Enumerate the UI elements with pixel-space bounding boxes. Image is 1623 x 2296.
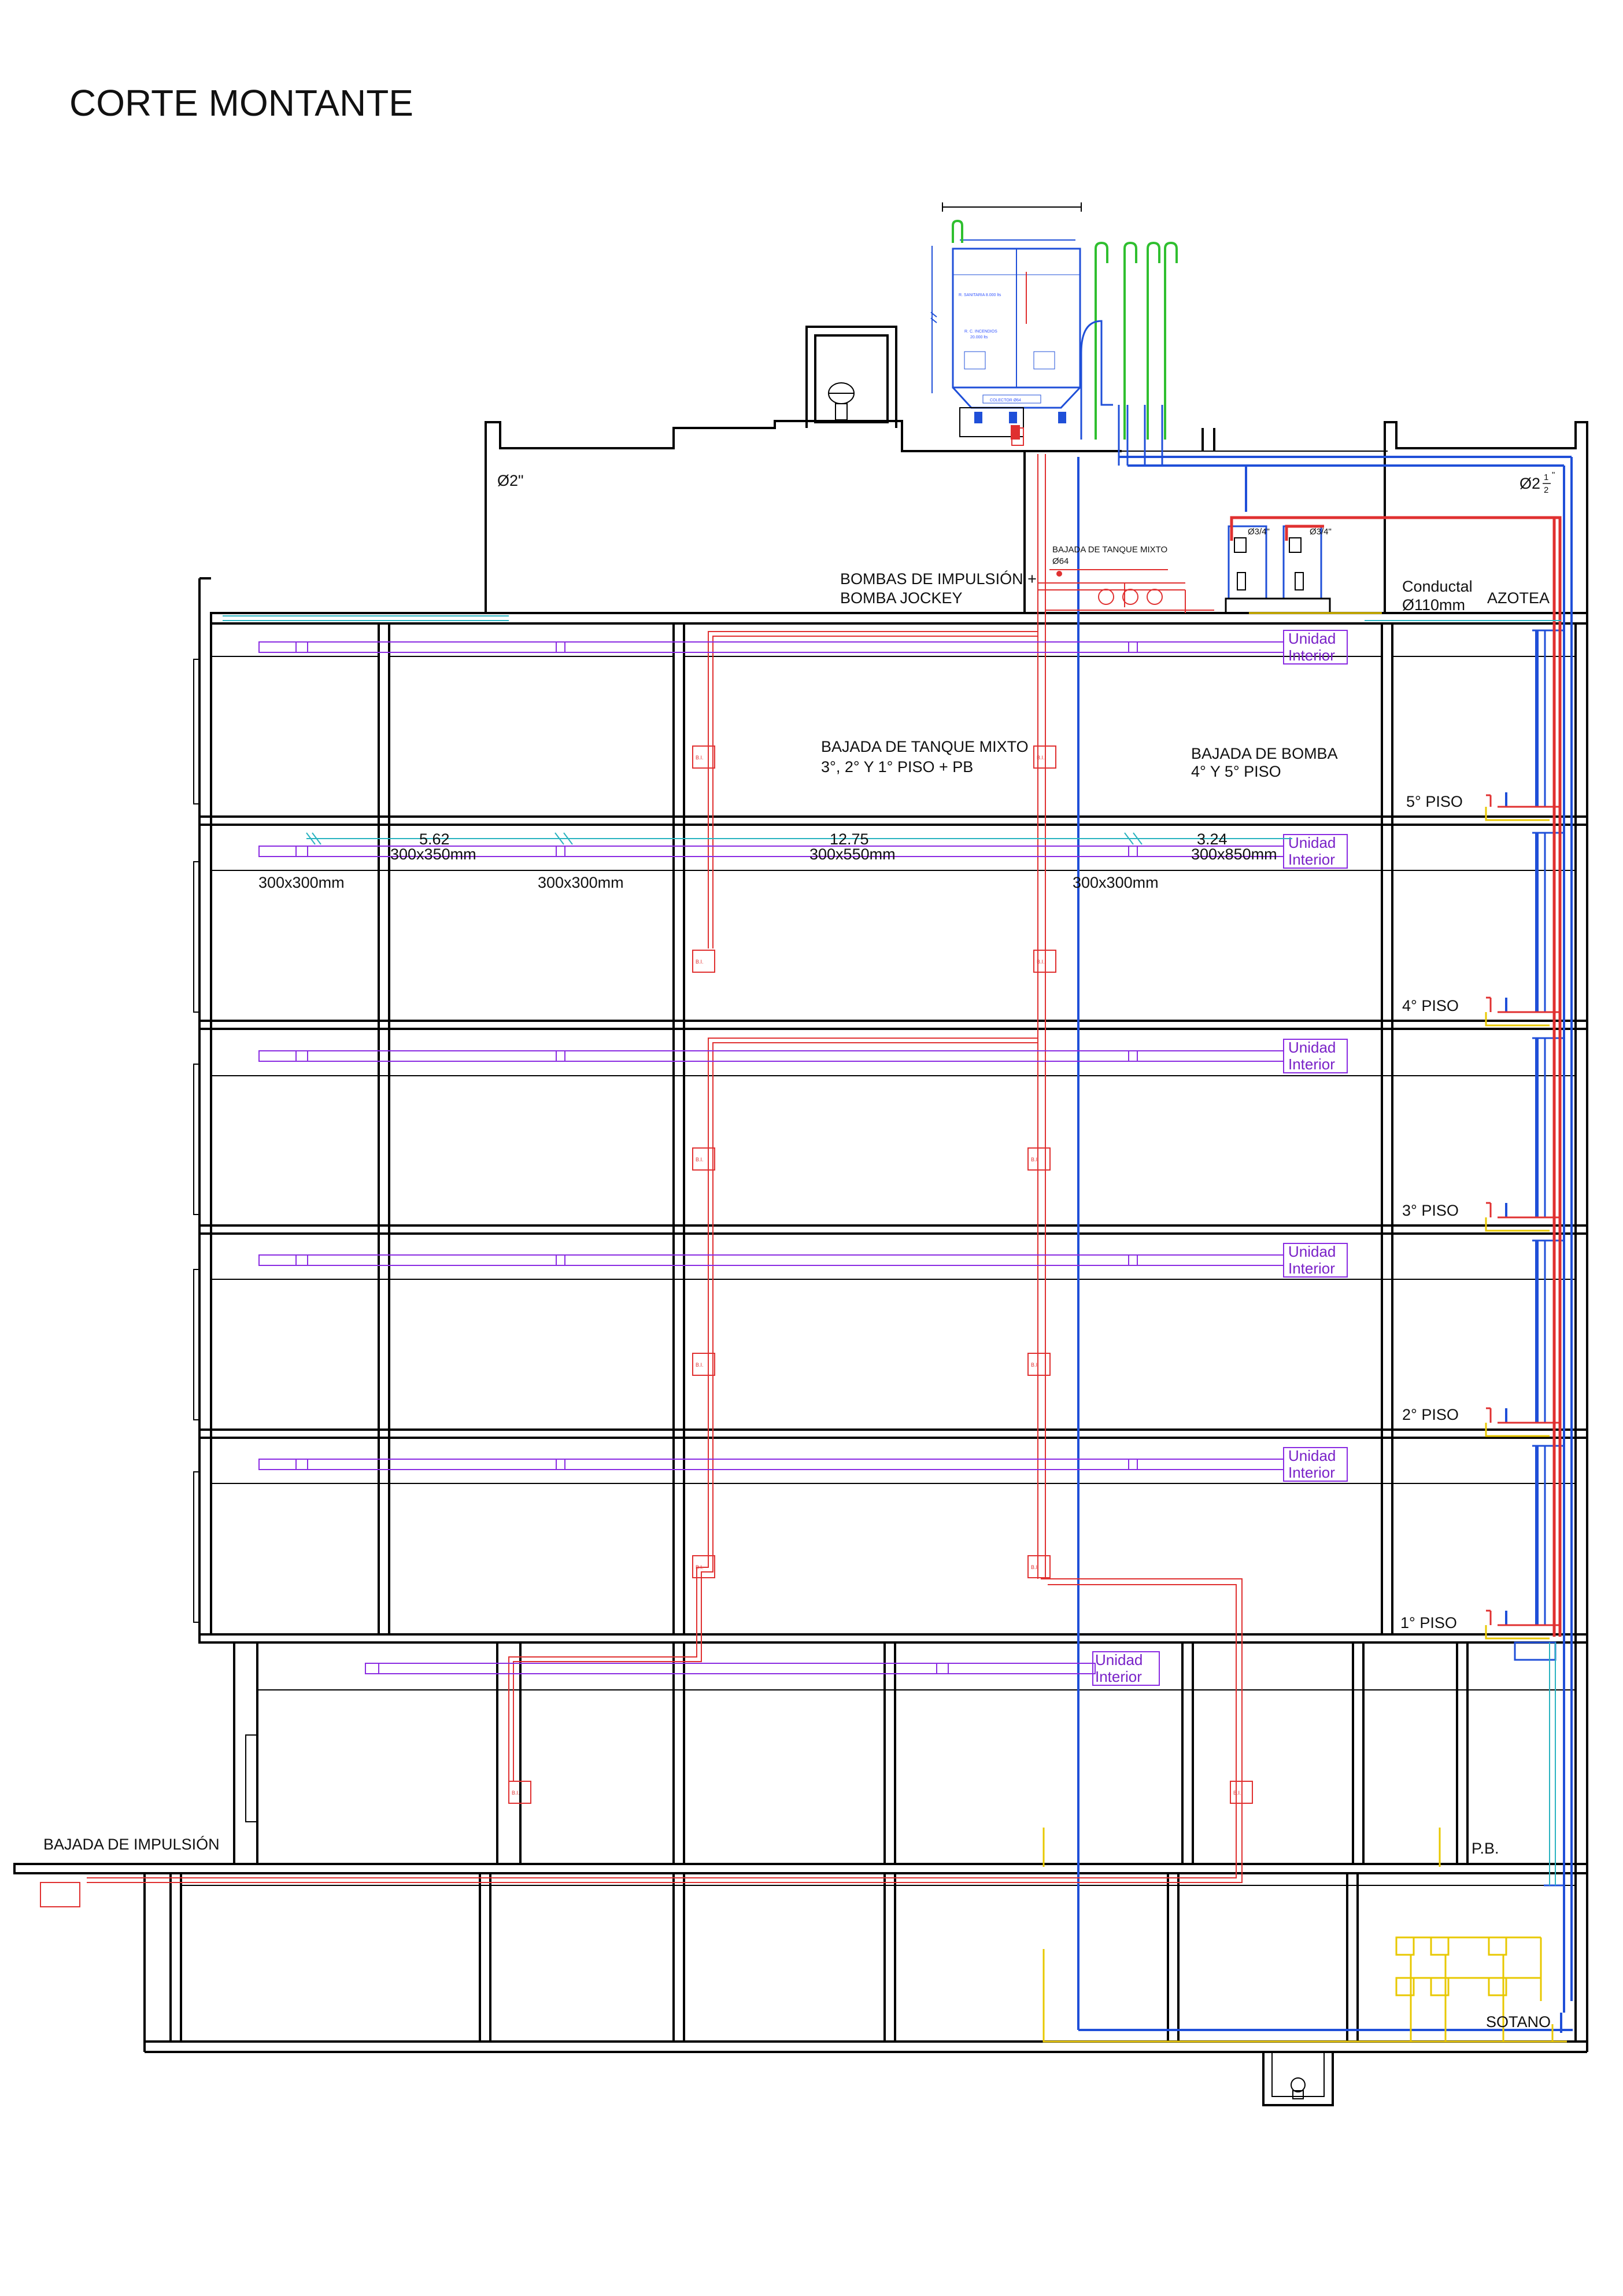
- unidad-interior-labels: Unidad Interior Unidad Interior Unidad I…: [1095, 630, 1336, 1685]
- pressure-pump-units: [1225, 525, 1331, 614]
- bi-label: B.I.: [696, 1157, 704, 1162]
- duct-size-a: 300x350mm: [390, 846, 476, 863]
- pipe-diameter-2-half: Ø2 1 2 ": [1520, 470, 1555, 495]
- interior-label: Interior: [1095, 1668, 1142, 1685]
- pipe-diameter-2in: Ø2": [497, 472, 524, 489]
- bajada-bomba-floors: 4° Y 5° PISO: [1191, 763, 1281, 780]
- grille-size-b: 300x300mm: [538, 874, 624, 891]
- interior-label: Interior: [1288, 1464, 1335, 1481]
- floor-label-sotano: SOTANO: [1486, 2013, 1551, 2031]
- azotea-label: AZOTEA: [1487, 589, 1550, 607]
- dimension-b: 12.75: [830, 830, 869, 848]
- svg-text:1: 1: [1544, 473, 1548, 482]
- svg-text:2: 2: [1544, 485, 1548, 495]
- tank-incendio-capacity: 20.000 lts: [970, 335, 988, 339]
- grille-size-a: 300x300mm: [258, 874, 345, 891]
- bi-label: B.I.: [696, 1362, 704, 1368]
- tank-colector-label: COLECTOR Ø64: [990, 398, 1021, 403]
- interior-label: Interior: [1288, 1055, 1335, 1073]
- floor-label-3: 3° PISO: [1402, 1202, 1459, 1219]
- bi-label: B.I.: [696, 755, 704, 761]
- bi-labels: B.I. B.I. B.I. B.I. B.I. B.I. B.I. B.I. …: [512, 755, 1241, 1796]
- fire-pumps: [1056, 571, 1163, 605]
- unidad-label: Unidad: [1288, 630, 1336, 647]
- bi-label: B.I.: [1037, 959, 1045, 965]
- hot-water-loop: [1230, 516, 1562, 1637]
- vent-pipes: [952, 219, 1178, 440]
- fire-water-pipes: [87, 454, 1243, 1883]
- unidad-label: Unidad: [1288, 1243, 1336, 1260]
- unidad-label: Unidad: [1288, 834, 1336, 851]
- bajada-bomba-label: BAJADA DE BOMBA: [1191, 745, 1338, 762]
- pumps-label-line2: BOMBA JOCKEY: [840, 589, 963, 607]
- interior-label: Interior: [1288, 1260, 1335, 1277]
- svg-text:Ø2: Ø2: [1520, 475, 1540, 492]
- tank-incendio-label: R. C. INCENDIOS: [964, 330, 997, 334]
- duct-size-b: 300x550mm: [809, 846, 896, 863]
- floor-label-1: 1° PISO: [1400, 1614, 1457, 1631]
- sump-pump-icon: [1291, 2077, 1306, 2099]
- bi-label: B.I.: [1031, 1157, 1039, 1162]
- unidad-label: Unidad: [1288, 1039, 1336, 1056]
- bajada-tanque-small: BAJADA DE TANQUE MIXTO: [1052, 545, 1167, 555]
- beams: [181, 656, 1576, 1886]
- facade-windows: [193, 659, 200, 1623]
- bajada-tanque-label: BAJADA DE TANQUE MIXTO: [821, 738, 1029, 755]
- roof-pump-icon: [828, 382, 855, 420]
- bajada-tanque-diameter: Ø64: [1052, 556, 1069, 566]
- bi-label: B.I.: [1031, 1362, 1039, 1368]
- drain-pipes: [1042, 612, 1567, 2043]
- cold-water-pipes: [1077, 320, 1573, 2033]
- conductal-label: Conductal: [1402, 578, 1473, 595]
- unidad-label: Unidad: [1095, 1651, 1143, 1669]
- svg-text:": ": [1552, 470, 1555, 480]
- bi-label: B.I.: [1037, 755, 1045, 761]
- columns: [169, 622, 1469, 2043]
- interior-label: Interior: [1288, 647, 1335, 664]
- floor-label-5: 5° PISO: [1406, 793, 1463, 810]
- floor-label-2: 2° PISO: [1402, 1406, 1459, 1423]
- conductal-diameter: Ø110mm: [1402, 596, 1465, 614]
- bi-label: B.I.: [696, 959, 704, 965]
- hvac-ducts: [258, 630, 1348, 1686]
- bi-label: B.I.: [1233, 1790, 1241, 1796]
- bajada-tanque-floors: 3°, 2° Y 1° PISO + PB: [821, 758, 973, 776]
- conductal-ducts: [223, 615, 1561, 1885]
- page-title: CORTE MONTANTE: [69, 82, 413, 124]
- bi-label: B.I.: [1031, 1564, 1039, 1570]
- floor-label-4: 4° PISO: [1402, 997, 1459, 1014]
- building-structure: [13, 326, 1588, 2106]
- bi-cabinets: [40, 745, 1253, 1907]
- interior-label: Interior: [1288, 851, 1335, 868]
- dimension-c: 3.24: [1197, 830, 1228, 848]
- floor-label-pb: P.B.: [1472, 1840, 1499, 1857]
- duct-size-c: 300x850mm: [1191, 846, 1277, 863]
- tank-sanitaria-label: R. SANITARIA 8.000 lts: [959, 293, 1001, 297]
- dimension-a: 5.62: [419, 830, 450, 848]
- bi-label: B.I.: [512, 1790, 520, 1796]
- water-tank: R. SANITARIA 8.000 lts R. C. INCENDIOS 2…: [930, 202, 1082, 446]
- bajada-impulsion-label: BAJADA DE IMPULSIÓN: [43, 1835, 220, 1853]
- floor-red-risers: [1486, 794, 1560, 1626]
- unidad-label: Unidad: [1288, 1447, 1336, 1464]
- grille-size-c: 300x300mm: [1073, 874, 1159, 891]
- pipe-34-b: Ø3/4": [1310, 527, 1332, 537]
- bi-label: B.I.: [696, 1564, 704, 1570]
- pumps-label-line1: BOMBAS DE IMPULSIÓN +: [840, 570, 1037, 588]
- pipe-34-a: Ø3/4": [1248, 527, 1270, 537]
